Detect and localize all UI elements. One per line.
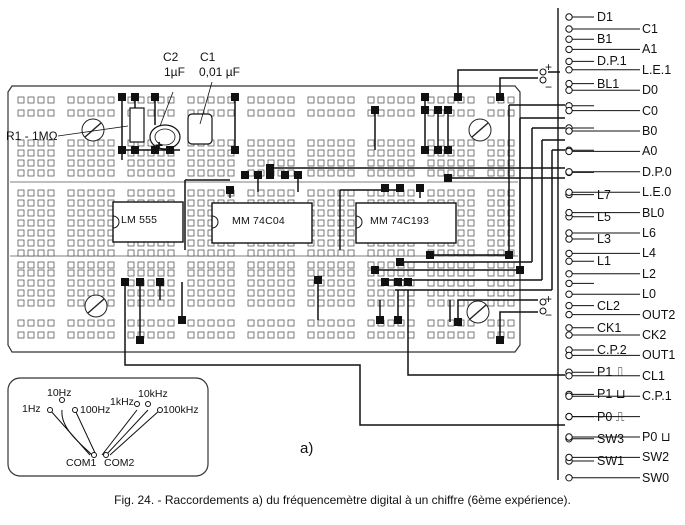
connector-pin-label: BL0: [642, 205, 665, 220]
chip-label: LM 555: [121, 214, 158, 226]
screw-icon: [468, 118, 492, 142]
connector-pin-label: CK1: [597, 320, 622, 335]
connector-pin-label: L.E.1: [642, 62, 672, 77]
connector-pin-label: SW0: [642, 470, 670, 485]
connector-pin-label: CL1: [642, 368, 665, 383]
capacitor-c1: [187, 113, 213, 145]
connector-pin-label: BL1: [597, 76, 620, 91]
connector-pin-label: L.E.0: [642, 185, 672, 200]
c2-name: C2: [163, 50, 179, 64]
c1-name: C1: [200, 50, 216, 64]
chip-label: MM 74C04: [232, 215, 285, 227]
connector-pin-label: P0 ⎍: [597, 409, 625, 424]
connector-pin-label: L4: [642, 246, 656, 261]
power-plus: +: [545, 292, 553, 306]
wires: [120, 69, 565, 426]
common-label: COM2: [104, 457, 135, 469]
connector-pin-label: C.P.1: [642, 389, 672, 404]
screw-icon: [84, 294, 108, 318]
capacitor-c2: [149, 124, 181, 150]
frequency-label: 1kHz: [110, 396, 134, 408]
resistor-r1: [129, 107, 145, 143]
frequency-label: 10kHz: [138, 388, 168, 400]
chip-label: MM 74C193: [370, 215, 429, 227]
connector-pin-label: P1 ⎍: [597, 365, 625, 380]
c2-value: 1µF: [164, 65, 185, 79]
connector-pin-label: CL2: [597, 298, 620, 313]
screw-icon: [81, 118, 105, 142]
common-label: COM1: [66, 457, 97, 469]
ic-lm555: [112, 201, 184, 243]
connector-pin-label: A0: [642, 144, 658, 159]
c1-value: 0,01 µF: [199, 65, 240, 79]
ic-mm74c193: [355, 202, 457, 244]
frequency-label: 10Hz: [47, 387, 72, 399]
power-minus: −: [545, 80, 553, 94]
connector-pin-label: C.P.2: [597, 343, 627, 357]
power-plus: +: [545, 60, 553, 74]
frequency-label: 1Hz: [22, 403, 41, 415]
screw-icon: [466, 300, 490, 324]
connector-pin-label: SW2: [642, 450, 670, 465]
connector-pin-label: L5: [597, 209, 611, 224]
c2-polarity-mark: +: [155, 137, 164, 153]
frequency-label: 100kHz: [163, 404, 199, 416]
connector-pin-label: L0: [642, 287, 656, 302]
connector-pin-label: OUT2: [642, 307, 676, 322]
connector-pin-label: L3: [597, 232, 611, 246]
connector-pin-label: P0 ⊔: [642, 430, 671, 444]
connector-pin-label: L2: [642, 266, 656, 281]
frequency-selector-box: [7, 377, 209, 477]
r1-label: R1 - 1MΩ: [6, 129, 58, 143]
power-minus: −: [545, 308, 553, 322]
ic-mm74c04: [211, 202, 313, 244]
connector-pin-label: OUT1: [642, 348, 676, 363]
connector-pin-label: L7: [597, 187, 611, 202]
connector-pin-label: L1: [597, 254, 611, 269]
connector-pin-label: D0: [642, 83, 658, 98]
connector-pin-label: D.P.0: [642, 164, 672, 179]
part-label: a): [300, 440, 314, 457]
connector-pin-label: D1: [597, 10, 613, 24]
connector-pin-label: L6: [642, 226, 656, 240]
connector-pin-label: A1: [642, 42, 658, 57]
connector-pin-label: B0: [642, 124, 658, 138]
connector-pin-label: B1: [597, 32, 613, 47]
connector-pin-label: P1 ⊔: [597, 387, 626, 402]
connector-pin-label: C1: [642, 22, 658, 36]
figure-caption: Fig. 24. - Raccordements a) du fréquence…: [114, 493, 571, 507]
connector-pin-label: CK2: [642, 328, 667, 342]
connector-pin-label: D.P.1: [597, 54, 627, 69]
connector-pin-label: SW3: [597, 431, 625, 446]
connector-pin-label: SW1: [597, 454, 625, 468]
connector-pin-label: C0: [642, 103, 658, 118]
frequency-label: 100Hz: [80, 404, 111, 416]
